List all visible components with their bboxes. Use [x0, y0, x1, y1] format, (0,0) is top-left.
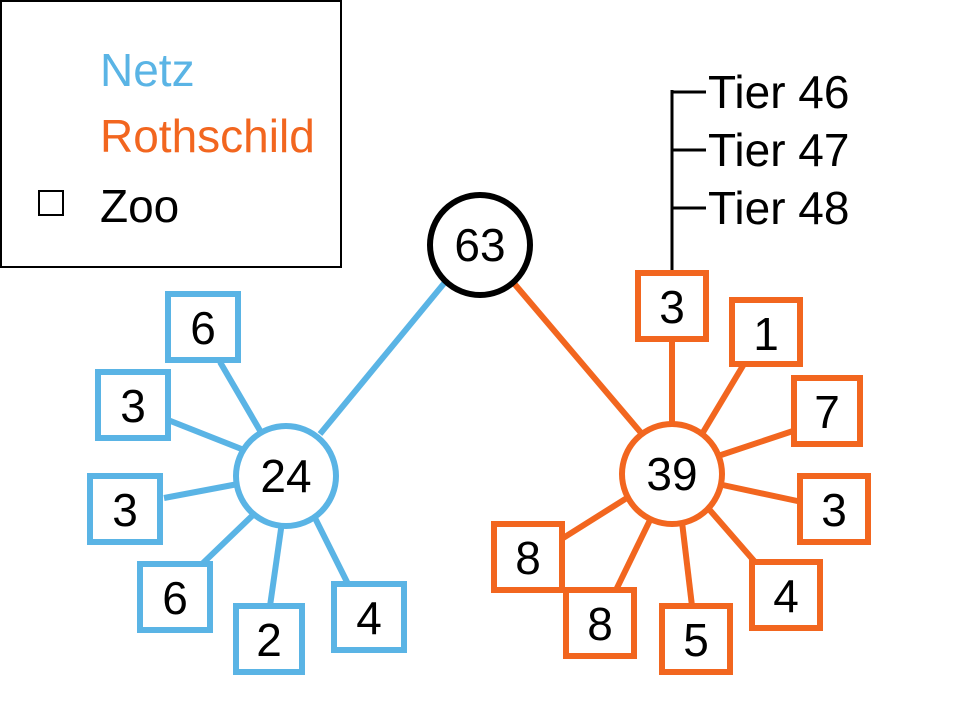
legend-zoo-label: Zoo — [100, 180, 179, 232]
edge-root-netz — [317, 279, 449, 436]
rothschild-leaf-node: 3 — [797, 473, 871, 545]
edge-netz-leaf-4 — [199, 511, 257, 567]
netz-leaf-node: 3 — [95, 369, 171, 441]
legend-netz-label: Netz — [100, 44, 195, 96]
rothschild-hub-value: 39 — [646, 448, 697, 500]
tier-label-48: Tier 48 — [708, 182, 849, 234]
rothschild-leaf-value: 1 — [753, 308, 779, 360]
edge-netz-leaf-5 — [267, 521, 285, 607]
rothschild-leaf-value: 8 — [587, 598, 613, 650]
edge-roth-leaf-8 — [558, 493, 632, 543]
edge-roth-leaf-7 — [613, 514, 655, 592]
netz-leaf-node: 2 — [233, 603, 305, 675]
netz-leaf-node: 4 — [331, 581, 407, 653]
rothschild-leaf-value: 3 — [821, 484, 847, 536]
root-node: 63 — [427, 192, 533, 298]
rothschild-leaf-node: 1 — [729, 297, 803, 367]
netz-leaf-value: 3 — [112, 484, 138, 536]
edge-netz-leaf-6 — [311, 514, 351, 586]
netz-leaves: 6 3 3 6 2 4 — [87, 291, 407, 675]
rothschild-leaf-node: 5 — [659, 603, 733, 675]
rothschild-hub-node: 39 — [619, 421, 725, 527]
netz-leaf-node: 6 — [165, 291, 241, 363]
legend-rothschild-label: Rothschild — [100, 110, 315, 162]
edge-root-rothschild — [509, 279, 645, 436]
netz-leaf-value: 6 — [190, 302, 216, 354]
edge-roth-leaf-6 — [679, 521, 695, 607]
rothschild-leaf-node: 8 — [491, 521, 565, 593]
square-outline-icon — [38, 190, 64, 216]
netz-hub-node: 24 — [233, 423, 339, 529]
netz-leaf-value: 2 — [256, 614, 282, 666]
edge-roth-leaf-4 — [717, 481, 803, 505]
rothschild-leaf-node: 8 — [563, 587, 637, 659]
rothschild-leaf-value: 8 — [515, 532, 541, 584]
tier-label-47: Tier 47 — [708, 124, 849, 176]
edges — [163, 90, 803, 607]
rothschild-leaf-node: 4 — [749, 559, 823, 631]
rothschild-leaves: 3 1 7 3 4 5 8 8 — [491, 270, 871, 675]
legend-box — [0, 0, 342, 268]
rothschild-leaf-value: 4 — [773, 570, 799, 622]
rothschild-leaf-value: 5 — [683, 614, 709, 666]
root-node-value: 63 — [454, 219, 505, 271]
rothschild-leaf-node: 7 — [791, 375, 863, 447]
rothschild-leaf-value: 3 — [659, 281, 685, 333]
netz-leaf-value: 3 — [120, 380, 146, 432]
netz-leaf-node: 3 — [87, 473, 163, 545]
netz-leaf-value: 6 — [162, 572, 188, 624]
edge-netz-leaf-1 — [217, 360, 265, 436]
rothschild-leaf-value: 7 — [814, 386, 840, 438]
tier-label-46: Tier 46 — [708, 66, 849, 118]
edge-netz-leaf-3 — [163, 481, 239, 501]
edge-roth-leaf-2 — [699, 362, 747, 436]
edge-roth-leaf-3 — [717, 427, 797, 459]
netz-hub-value: 24 — [260, 450, 311, 502]
rothschild-leaf-node: 3 — [635, 270, 709, 342]
edge-netz-leaf-2 — [166, 417, 246, 453]
legend: Netz Rothschild Zoo — [0, 0, 342, 268]
netz-leaf-value: 4 — [356, 592, 382, 644]
netz-leaf-node: 6 — [137, 561, 213, 633]
